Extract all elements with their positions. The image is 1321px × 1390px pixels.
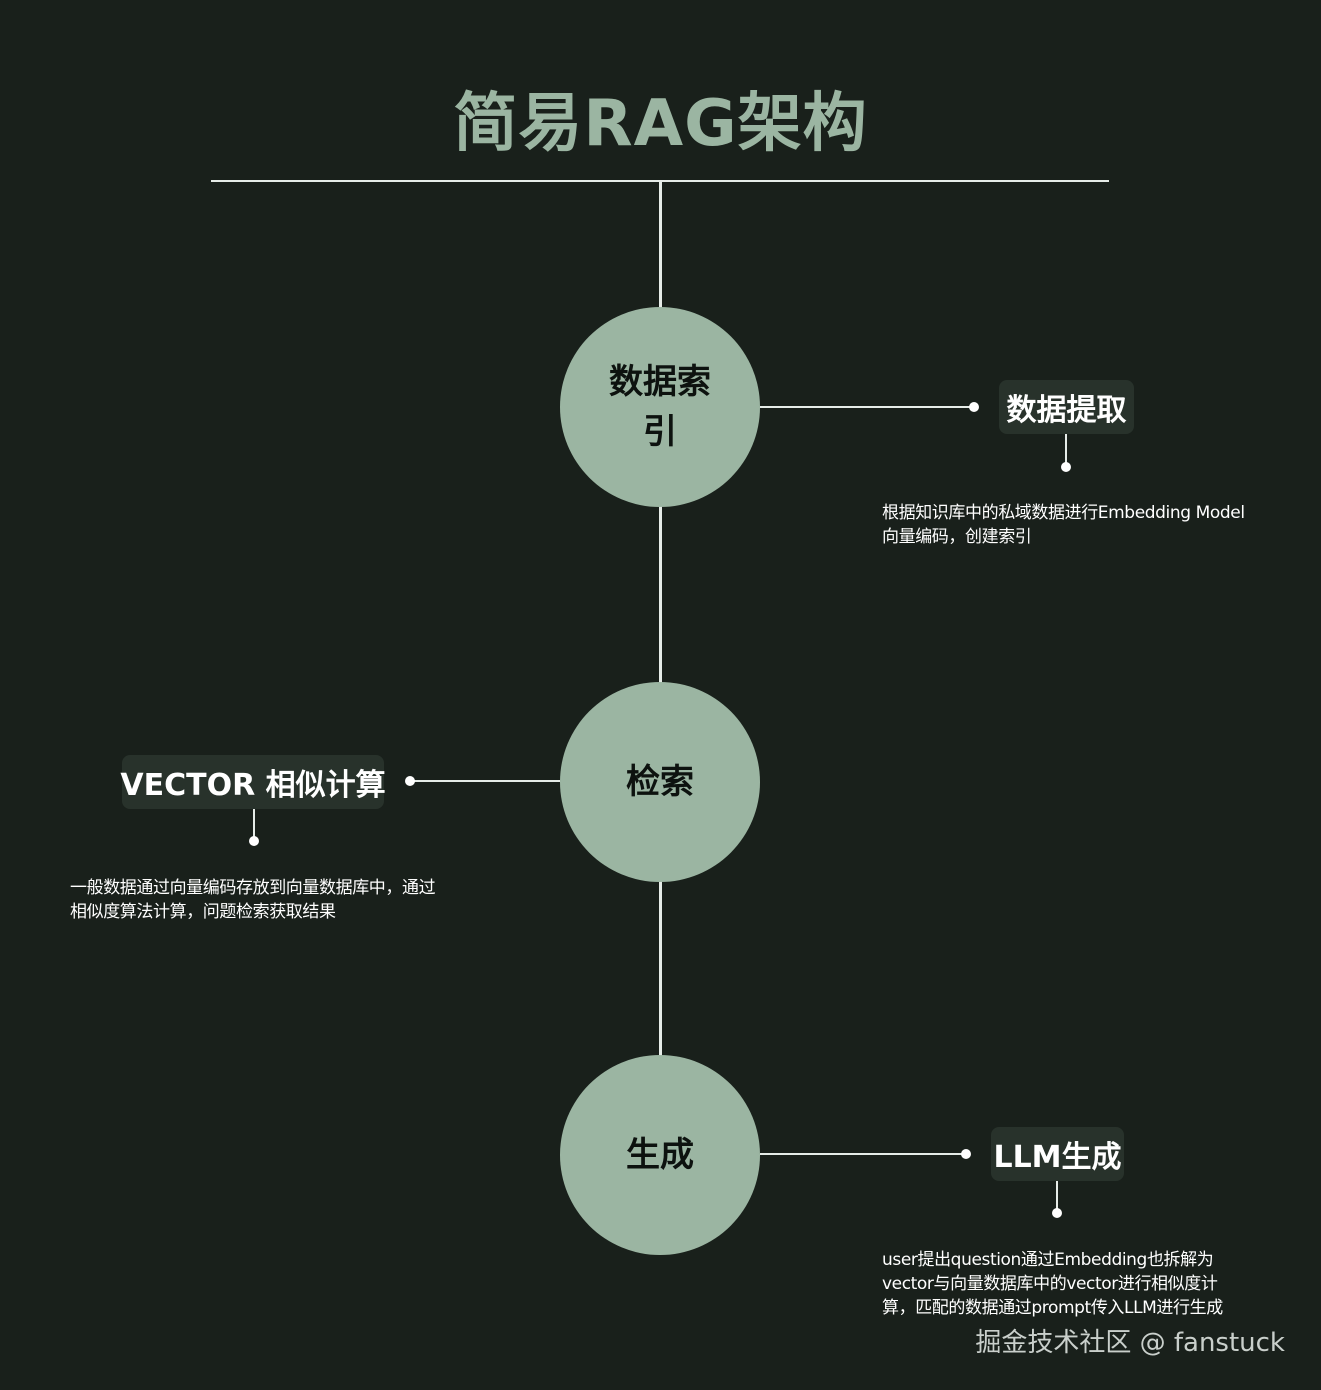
spine-top — [659, 181, 662, 309]
connector-step-1 — [760, 406, 972, 408]
node-data-index-label: 数据索引 — [609, 362, 711, 452]
node-generation: 生成 — [560, 1055, 760, 1255]
node-retrieval-label: 检索 — [626, 762, 694, 802]
connector-step-2-dot — [405, 776, 415, 786]
spine-mid-1 — [659, 505, 662, 685]
watermark: 掘金技术社区 @ fanstuck — [975, 1328, 1285, 1358]
diagram-title: 简易RAG架构 — [453, 87, 868, 161]
step-2-description: 一般数据通过向量编码存放到向量数据库中，通过相似度算法计算，问题检索获取结果 — [70, 878, 436, 922]
step-1-stem — [1065, 434, 1067, 468]
node-retrieval: 检索 — [560, 682, 760, 882]
step-3-stem — [1056, 1181, 1058, 1213]
connector-step-1-dot — [969, 402, 979, 412]
step-1-stem-dot — [1061, 462, 1071, 472]
connector-step-2 — [412, 780, 560, 782]
step-3-description: user提出question通过Embedding也拆解为vector与向量数据… — [882, 1250, 1223, 1318]
step-2-label: VECTOR 相似计算 — [120, 755, 386, 809]
node-generation-label: 生成 — [626, 1135, 694, 1175]
spine-mid-2 — [659, 879, 662, 1059]
step-3-label: LLM生成 — [991, 1127, 1124, 1181]
step-1-label: 数据提取 — [999, 380, 1134, 434]
connector-step-3 — [760, 1153, 965, 1155]
connector-step-3-dot — [961, 1149, 971, 1159]
step-2-stem — [253, 809, 255, 841]
step-3-stem-dot — [1052, 1208, 1062, 1218]
node-data-index: 数据索引 — [560, 307, 760, 507]
step-2-stem-dot — [249, 836, 259, 846]
step-1-description: 根据知识库中的私域数据进行Embedding Model向量编码，创建索引 — [882, 503, 1245, 547]
